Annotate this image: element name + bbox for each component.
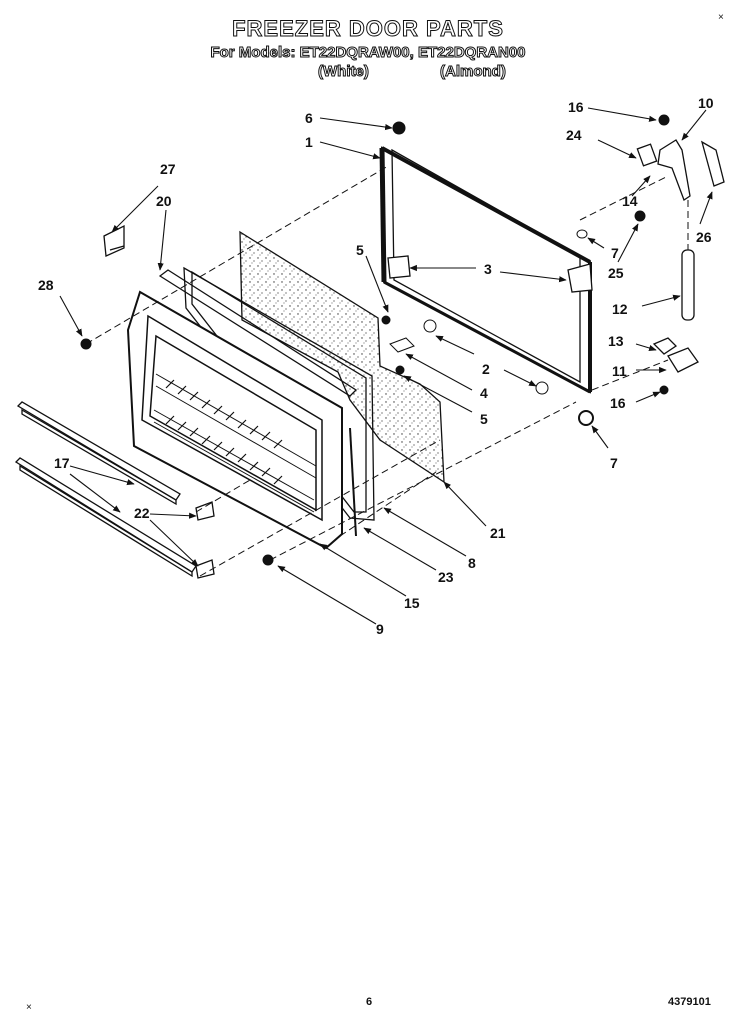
callout-label: 6 <box>305 110 313 126</box>
callout-label: 25 <box>608 265 624 281</box>
callout-label: 5 <box>480 411 488 427</box>
corner-mark: × <box>26 1002 32 1013</box>
trim-strip-part <box>103 224 358 397</box>
callout-label: 2 <box>482 361 490 377</box>
callout-label: 12 <box>612 301 628 317</box>
corner-mark: × <box>718 12 724 23</box>
callout-label: 11 <box>612 363 627 379</box>
callout-label: 27 <box>160 161 176 177</box>
callout-label: 16 <box>568 99 584 115</box>
callout-labels: 6 1 5 3 2 4 5 7 7 16 10 24 14 25 26 12 1… <box>38 95 714 637</box>
rail-end-cap-part <box>195 501 215 579</box>
callout-label: 5 <box>356 242 364 258</box>
models-line: For Models: ET22DQRAW00, ET22DQRAN00 <box>210 44 526 62</box>
callout-label: 8 <box>468 555 476 571</box>
callout-label: 17 <box>54 455 70 471</box>
callout-label: 3 <box>484 261 492 277</box>
callout-label: 28 <box>38 277 54 293</box>
callout-label: 26 <box>696 229 712 245</box>
callout-label: 16 <box>610 395 626 411</box>
alignment-lines <box>85 165 689 577</box>
callout-label: 7 <box>610 455 618 471</box>
callout-label: 20 <box>156 193 172 209</box>
fastener-part <box>80 114 670 566</box>
callout-label: 15 <box>404 595 420 611</box>
callout-label: 1 <box>305 134 313 150</box>
callout-label: 4 <box>480 385 488 401</box>
variant-white-label: (White) <box>318 63 370 81</box>
callout-label: 13 <box>608 333 624 349</box>
door-frame-part <box>379 146 592 394</box>
callout-label: 9 <box>376 621 384 637</box>
callout-label: 21 <box>490 525 506 541</box>
gasket-part <box>183 266 375 537</box>
document-number: 4379101 <box>668 996 711 1008</box>
variant-almond-label: (Almond) <box>440 63 507 81</box>
callout-label: 22 <box>134 505 150 521</box>
callout-label: 7 <box>611 245 619 261</box>
leader-lines <box>59 107 713 625</box>
callout-label: 24 <box>566 127 582 143</box>
callout-label: 10 <box>698 95 714 111</box>
hinge-hardware-part <box>387 139 725 373</box>
callout-label: 23 <box>438 569 454 585</box>
diagram-title: FREEZER DOOR PARTS <box>232 16 504 42</box>
page-number: 6 <box>366 996 373 1008</box>
callout-label: 14 <box>622 193 638 209</box>
